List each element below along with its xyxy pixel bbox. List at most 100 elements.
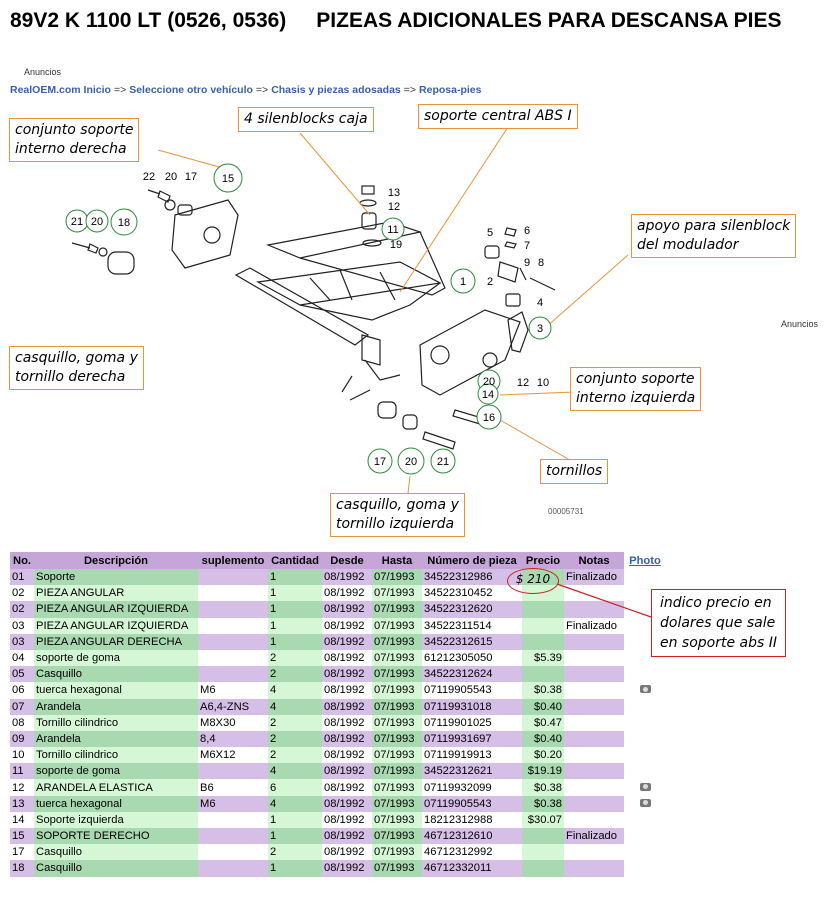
number-circle: [477, 383, 499, 405]
breadcrumb-home-link[interactable]: RealOEM.com Inicio: [10, 84, 111, 96]
cell-quantity: 1: [268, 633, 322, 650]
diagram-drawing: [71, 185, 556, 450]
callout-line: [499, 391, 576, 396]
cell-description: Soporte izquierda: [34, 811, 198, 828]
frame-cross: [299, 231, 446, 296]
camera-icon[interactable]: [639, 782, 651, 791]
washer-20: [164, 199, 176, 211]
cell-to: 07/1993: [372, 747, 422, 764]
cell-notes: [564, 585, 624, 602]
column-header-supplement: suplemento: [198, 552, 268, 569]
label-21: 21: [437, 456, 449, 468]
callout-line: [544, 254, 629, 329]
cell-quantity: 1: [268, 617, 322, 634]
column-header-photo[interactable]: Photo: [624, 552, 666, 569]
cell-from: 08/1992: [322, 585, 372, 602]
label-3: 3: [537, 323, 543, 335]
label-20: 20: [165, 171, 177, 183]
callout-line: [157, 149, 224, 169]
angle-2: [497, 261, 519, 283]
label-17: 17: [185, 171, 197, 183]
cell-no: 07: [10, 698, 34, 715]
cell-notes: [564, 763, 624, 780]
cell-from: 08/1992: [322, 844, 372, 861]
number-labels: 22 20 17 15 21 20 18 13 12 11 19 5 6 7 9…: [71, 171, 549, 468]
cell-supplement: M6X12: [198, 747, 268, 764]
cell-quantity: 2: [268, 747, 322, 764]
cell-no: 15: [10, 828, 34, 845]
cell-part-number: 61212305050: [422, 649, 522, 667]
callout-line: [399, 126, 509, 293]
washer-20: [402, 414, 418, 430]
cell-photo: [624, 714, 666, 731]
camera-icon[interactable]: [639, 685, 651, 694]
cell-from: 08/1992: [322, 714, 372, 731]
breadcrumb-current-link[interactable]: Reposa-pies: [419, 84, 482, 96]
label-6: 6: [524, 225, 530, 237]
frame-bracket: [364, 359, 401, 381]
label-15: 15: [222, 173, 234, 185]
cell-no: 05: [10, 666, 34, 683]
washer-12: [359, 199, 377, 207]
cell-price: $0.20: [522, 747, 564, 764]
cell-description: ARANDELA ELASTICA: [34, 779, 198, 796]
cell-notes: Finalizado: [564, 617, 624, 634]
breadcrumb-vehicle-link[interactable]: Seleccione otro vehículo: [129, 84, 253, 96]
number-circle: [450, 268, 476, 294]
washer-20: [98, 247, 108, 257]
cell-description: Tornillo cilindrico: [34, 714, 198, 731]
ads-label: Anuncios: [24, 67, 62, 77]
callout-inner-support-right: conjunto soporte interno derecha: [9, 118, 140, 162]
cell-supplement: [198, 633, 268, 650]
cell-no: 02: [10, 585, 34, 602]
cell-to: 07/1993: [372, 601, 422, 618]
cell-notes: Finalizado: [564, 569, 624, 586]
annotated-price: $ 210: [515, 572, 551, 586]
cell-quantity: 1: [268, 585, 322, 602]
callout-bushing-left: casquillo, goma y tornillo izquierda: [330, 493, 465, 537]
cell-from: 08/1992: [322, 860, 372, 877]
cell-quantity: 6: [268, 779, 322, 796]
camera-icon[interactable]: [639, 798, 651, 807]
title-section: PIZEAS ADICIONALES PARA DESCANSA PIES: [316, 9, 782, 32]
cell-to: 07/1993: [372, 649, 422, 667]
cell-no: 10: [10, 747, 34, 764]
callout-text: conjunto soporte interno derecha: [15, 122, 134, 157]
label-4: 4: [537, 297, 543, 309]
cell-part-number: 07119901025: [422, 714, 522, 731]
breadcrumb-separator: =>: [255, 84, 269, 96]
number-circle: [85, 209, 109, 233]
cell-price: [522, 617, 564, 634]
cell-description: Soporte: [34, 569, 198, 586]
label-16: 16: [483, 412, 495, 424]
cell-to: 07/1993: [372, 682, 422, 699]
label-20: 20: [483, 376, 495, 388]
bushing-17: [177, 204, 193, 216]
cell-photo: [624, 747, 666, 764]
cell-to: 07/1993: [372, 828, 422, 845]
cell-no: 03: [10, 633, 34, 650]
frame-foot: [361, 334, 381, 366]
cell-quantity: 1: [268, 569, 322, 586]
cell-from: 08/1992: [322, 569, 372, 586]
cell-quantity: 2: [268, 730, 322, 748]
bushing-20: [482, 352, 498, 368]
bolt-8: [519, 267, 556, 291]
column-header-no: No.: [10, 552, 34, 569]
cell-part-number: 18212312988: [422, 811, 522, 828]
cell-supplement: 8,4: [198, 730, 268, 748]
cell-part-number: 07119931018: [422, 698, 522, 715]
washer-7: [504, 241, 517, 249]
label-17: 17: [374, 456, 386, 468]
cell-part-number: 07119905543: [422, 795, 522, 812]
cell-supplement: M6: [198, 682, 268, 699]
cell-quantity: 2: [268, 649, 322, 667]
cell-quantity: 4: [268, 698, 322, 715]
cell-no: 14: [10, 811, 34, 828]
breadcrumb-chassis-link[interactable]: Chasis y piezas adosadas: [271, 84, 401, 96]
cell-quantity: 2: [268, 844, 322, 861]
cell-part-number: 07119931697: [422, 730, 522, 748]
